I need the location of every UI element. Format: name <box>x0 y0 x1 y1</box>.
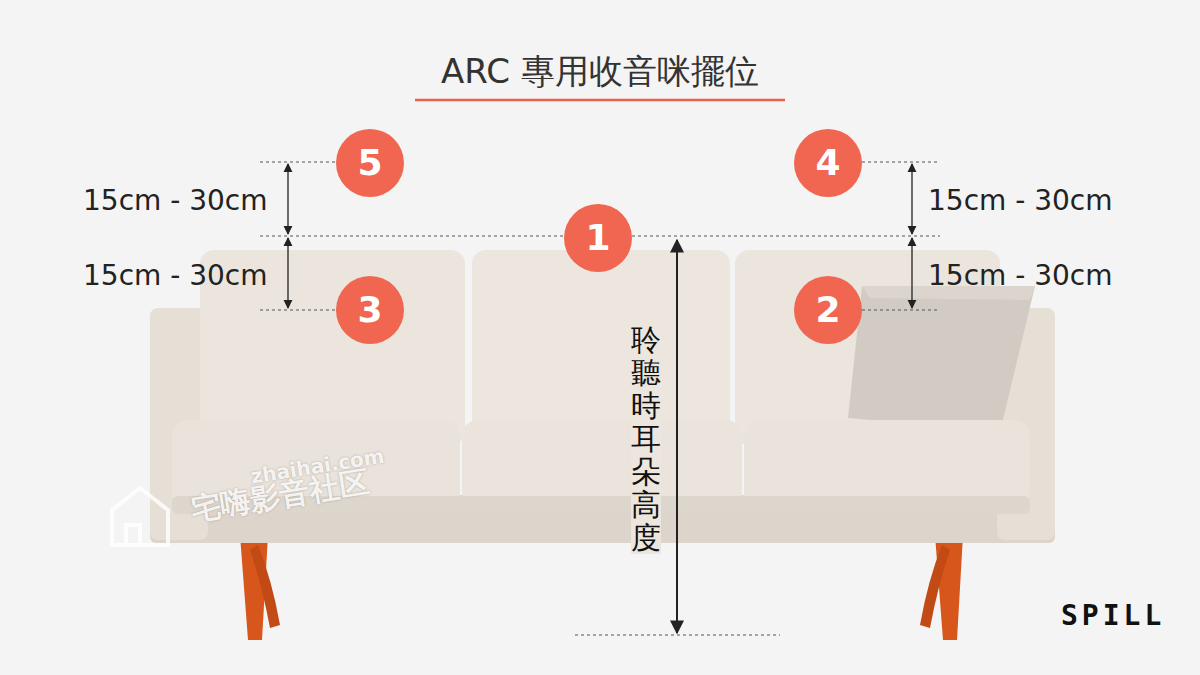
dimension-label: 15cm - 30cm <box>83 184 268 217</box>
callout-number: 2 <box>815 292 840 328</box>
callout-number: 1 <box>585 220 610 256</box>
callout-number: 3 <box>357 292 382 328</box>
dimension-label: 15cm - 30cm <box>83 259 268 292</box>
watermark-icon <box>112 488 168 545</box>
callout-number: 5 <box>357 145 382 181</box>
ear-height-label: 聆聽時耳朵高度 <box>631 323 661 554</box>
callout-circle: 1 <box>564 204 632 272</box>
dimension-arrows <box>288 164 912 633</box>
callout-circle: 4 <box>794 129 862 197</box>
callout-circle: 3 <box>336 276 404 344</box>
diagram-title: ARC 專用收音咪擺位 <box>441 49 759 95</box>
dimension-label: 15cm - 30cm <box>928 184 1113 217</box>
guide-lines <box>260 162 940 635</box>
sofa <box>150 250 1055 543</box>
sofa-legs <box>240 535 963 640</box>
callout-circle: 2 <box>794 276 862 344</box>
dimension-label: 15cm - 30cm <box>928 259 1113 292</box>
callout-number: 4 <box>815 145 840 181</box>
callout-circle: 5 <box>336 129 404 197</box>
brand-logo: SPILL <box>1061 599 1165 632</box>
title-underline <box>415 99 785 102</box>
